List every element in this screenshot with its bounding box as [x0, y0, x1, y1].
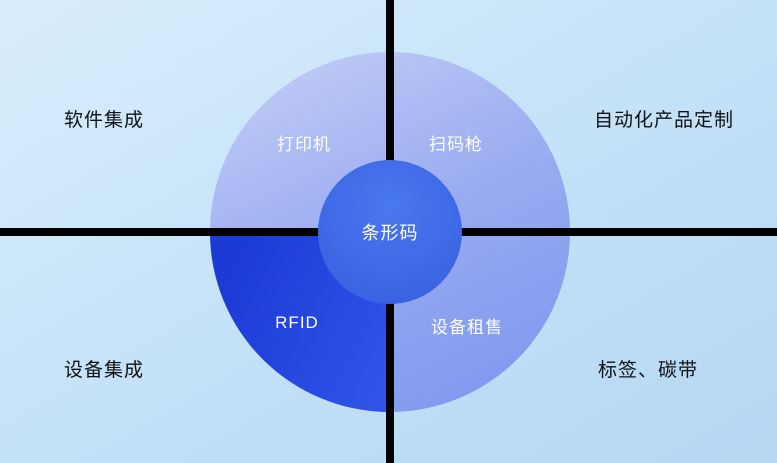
segment-label-printer: 打印机 — [277, 135, 331, 154]
corner-label-labels-ribbons: 标签、碳带 — [598, 360, 699, 381]
center-circle: 条形码 — [318, 160, 462, 304]
corner-label-automation-custom: 自动化产品定制 — [594, 110, 735, 131]
corner-label-software-integration: 软件集成 — [64, 110, 145, 131]
center-label: 条形码 — [361, 223, 419, 243]
segment-label-scanner: 扫码枪 — [429, 135, 483, 154]
segment-label-rfid: RFID — [275, 313, 319, 332]
segment-label-rental: 设备租售 — [431, 318, 503, 337]
corner-label-equipment-integration: 设备集成 — [64, 360, 145, 381]
